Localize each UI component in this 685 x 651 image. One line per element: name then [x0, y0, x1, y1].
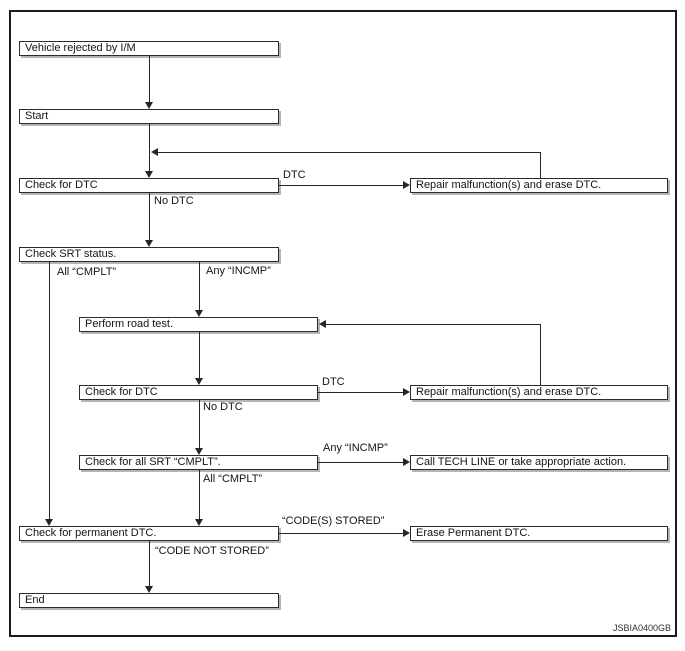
connector-checkdtc1-to-repair1	[279, 185, 403, 186]
node-label: Check SRT status.	[25, 248, 117, 260]
arrowhead-left-icon	[151, 148, 158, 156]
arrowhead-down-icon	[195, 519, 203, 526]
node-label: Vehicle rejected by I/M	[25, 42, 136, 54]
node-vehicle-rejected: Vehicle rejected by I/M	[19, 41, 279, 56]
arrowhead-down-icon	[145, 102, 153, 109]
connector-start-to-checkdtc1	[149, 124, 150, 171]
edge-label-all-cmplt-1: All “CMPLT”	[57, 266, 117, 278]
node-check-dtc-1: Check for DTC	[19, 178, 279, 193]
node-label: Call TECH LINE or take appropriate actio…	[416, 456, 627, 468]
node-end: End	[19, 593, 279, 608]
arrowhead-right-icon	[403, 181, 410, 189]
loop1-vertical	[540, 152, 541, 178]
arrowhead-right-icon	[403, 458, 410, 466]
edge-label-codes-stored: “CODE(S) STORED”	[282, 515, 385, 527]
connector-checkdtc1-to-checksrt	[149, 193, 150, 240]
arrowhead-down-icon	[145, 586, 153, 593]
node-perform-road-test: Perform road test.	[79, 317, 318, 332]
edge-label-dtc-1: DTC	[283, 169, 306, 181]
figure-code: JSBIA0400GB	[612, 623, 671, 633]
connector-checkallsrt-to-techline	[318, 462, 403, 463]
node-erase-permanent-dtc: Erase Permanent DTC.	[410, 526, 668, 541]
edge-label-any-incmp-1: Any “INCMP”	[206, 265, 271, 277]
node-start: Start	[19, 109, 279, 124]
connector-roadtest-to-checkdtc2	[199, 332, 200, 378]
node-label: End	[25, 594, 45, 606]
node-label: Check for DTC	[25, 179, 98, 191]
connector-checkdtc2-to-checkallsrt	[199, 400, 200, 448]
edge-label-all-cmplt-2: All “CMPLT”	[203, 473, 263, 485]
connector-vehicle-to-start	[149, 56, 150, 103]
loop2-vertical	[540, 324, 541, 385]
node-check-dtc-2: Check for DTC	[79, 385, 318, 400]
connector-checkpermanent-to-erase	[279, 533, 403, 534]
node-check-permanent-dtc: Check for permanent DTC.	[19, 526, 279, 541]
node-label: Perform road test.	[85, 318, 174, 330]
connector-checkdtc2-to-repair2	[318, 392, 403, 393]
arrowhead-left-icon	[319, 320, 326, 328]
loop1-horizontal	[158, 152, 541, 153]
node-label: Check for DTC	[85, 386, 158, 398]
loop2-horizontal	[326, 324, 541, 325]
edge-label-no-dtc-1: No DTC	[154, 195, 194, 207]
arrowhead-right-icon	[403, 529, 410, 537]
arrowhead-down-icon	[45, 519, 53, 526]
connector-anyincmp-to-roadtest	[199, 262, 200, 310]
edge-label-dtc-2: DTC	[322, 376, 345, 388]
node-label: Erase Permanent DTC.	[416, 527, 531, 539]
node-label: Check for permanent DTC.	[25, 527, 157, 539]
arrowhead-down-icon	[195, 378, 203, 385]
edge-label-any-incmp-2: Any “INCMP”	[323, 442, 388, 454]
node-check-all-srt: Check for all SRT “CMPLT”.	[79, 455, 318, 470]
connector-allcmplt-to-checkpermanent	[49, 262, 50, 519]
arrowhead-down-icon	[195, 448, 203, 455]
node-label: Repair malfunction(s) and erase DTC.	[416, 386, 602, 398]
node-check-srt-status: Check SRT status.	[19, 247, 279, 262]
node-call-tech-line: Call TECH LINE or take appropriate actio…	[410, 455, 668, 470]
node-label: Start	[25, 110, 49, 122]
node-repair-2: Repair malfunction(s) and erase DTC.	[410, 385, 668, 400]
arrowhead-down-icon	[145, 171, 153, 178]
edge-label-no-dtc-2: No DTC	[203, 401, 243, 413]
connector-checkpermanent-to-end	[149, 541, 150, 586]
node-label: Check for all SRT “CMPLT”.	[85, 456, 221, 468]
arrowhead-down-icon	[145, 240, 153, 247]
connector-checkallsrt-to-checkpermanent	[199, 470, 200, 519]
node-label: Repair malfunction(s) and erase DTC.	[416, 179, 602, 191]
edge-label-code-not-stored: “CODE NOT STORED”	[155, 545, 269, 557]
node-repair-1: Repair malfunction(s) and erase DTC.	[410, 178, 668, 193]
arrowhead-down-icon	[195, 310, 203, 317]
arrowhead-right-icon	[403, 388, 410, 396]
